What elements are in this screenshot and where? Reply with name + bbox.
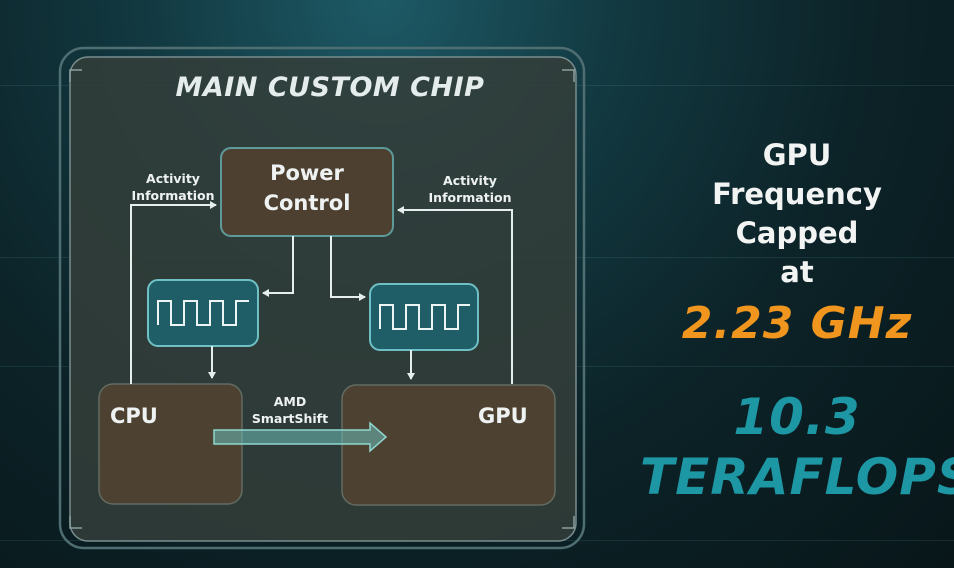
arrow-icon bbox=[130, 201, 217, 384]
clock-waveform-icon bbox=[379, 304, 470, 330]
heading-line-3: Capped bbox=[735, 216, 859, 250]
smartshift-line-2: SmartShift bbox=[251, 411, 329, 426]
arrow-icon bbox=[262, 236, 294, 297]
arrow-icon bbox=[330, 236, 366, 301]
right-activity-label: Activity Information bbox=[415, 172, 525, 206]
heading-line-2: Frequency bbox=[712, 177, 882, 211]
left-activity-label: Activity Information bbox=[118, 170, 228, 204]
heading-line-4: at bbox=[780, 255, 814, 289]
chip-title: MAIN CUSTOM CHIP bbox=[175, 72, 485, 103]
cpu-clock-box bbox=[147, 279, 259, 347]
left-activity-line-2: Information bbox=[131, 188, 215, 203]
left-activity-line-1: Activity bbox=[146, 171, 200, 186]
teraflops-unit: TERAFLOPS bbox=[640, 448, 954, 506]
gpu-frequency-heading: GPU Frequency Capped at bbox=[640, 136, 954, 292]
heading-line-1: GPU bbox=[762, 138, 832, 172]
power-control-line-1: Power bbox=[270, 161, 344, 185]
smartshift-line-1: AMD bbox=[273, 394, 307, 409]
arrow-icon bbox=[397, 206, 513, 384]
right-activity-line-2: Information bbox=[428, 190, 512, 205]
gpu-block bbox=[341, 384, 556, 506]
chip-panel-outer bbox=[58, 46, 586, 550]
power-control-line-2: Control bbox=[263, 191, 351, 215]
gpu-label: GPU bbox=[478, 404, 528, 428]
cpu-label: CPU bbox=[110, 404, 158, 428]
power-control-label: Power Control bbox=[222, 158, 392, 218]
smartshift-label: AMD SmartShift bbox=[245, 393, 335, 427]
right-activity-line-1: Activity bbox=[443, 173, 497, 188]
frequency-value: 2.23 GHz bbox=[681, 298, 913, 349]
panel-corner-marks bbox=[69, 69, 575, 529]
gpu-clock-box bbox=[369, 283, 479, 351]
teraflops-value: 10.3 bbox=[733, 388, 861, 446]
smartshift-arrow-icon bbox=[213, 421, 388, 453]
power-control-block bbox=[220, 147, 394, 237]
clock-waveform-icon bbox=[157, 300, 249, 326]
